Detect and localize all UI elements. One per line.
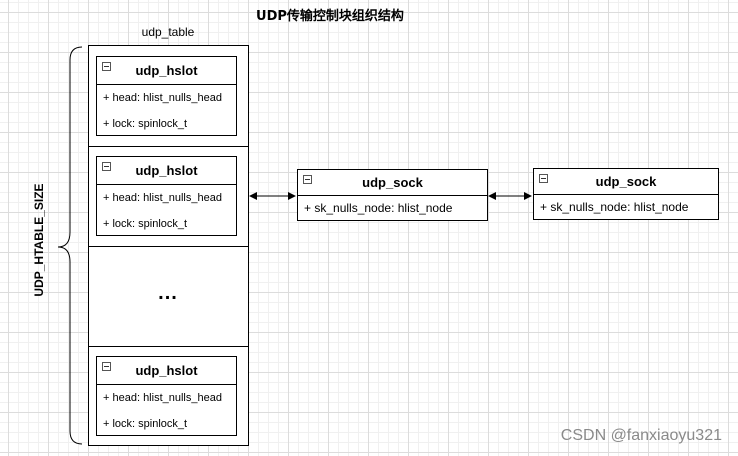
hslot-field-head: + head: hlist_nulls_head: [103, 92, 222, 104]
hslot-header: udp_hslot: [97, 357, 236, 385]
hslot-field-lock: + lock: spinlock_t: [103, 418, 188, 430]
hslot-name: udp_hslot: [135, 163, 198, 178]
udp-table: udp_hslot + head: hlist_nulls_head + loc…: [88, 45, 249, 446]
hslot-class-box[interactable]: udp_hslot + head: hlist_nulls_head + loc…: [96, 156, 237, 236]
sock-header: udp_sock: [534, 169, 718, 195]
hslot-field-lock: + lock: spinlock_t: [103, 118, 188, 130]
collapse-icon[interactable]: [102, 62, 111, 71]
sock-name: udp_sock: [595, 174, 657, 189]
sock-field-nulls-node: + sk_nulls_node: hlist_node: [540, 200, 689, 214]
ellipsis: ...: [158, 282, 178, 304]
size-brace: [57, 46, 83, 445]
collapse-icon[interactable]: [303, 175, 312, 184]
hslot-class-box[interactable]: udp_hslot + head: hlist_nulls_head + loc…: [96, 356, 237, 436]
sock-field-nulls-node: + sk_nulls_node: hlist_node: [304, 201, 453, 215]
table-row-divider: [89, 146, 248, 147]
hslot-field-head: + head: hlist_nulls_head: [103, 392, 222, 404]
htable-size-label: UDP_HTABLE_SIZE: [32, 183, 46, 297]
hslot-header: udp_hslot: [97, 157, 236, 185]
hslot-name: udp_hslot: [135, 63, 198, 78]
hslot-class-box[interactable]: udp_hslot + head: hlist_nulls_head + loc…: [96, 56, 237, 136]
sock-header: udp_sock: [298, 170, 487, 196]
udp-sock-class-box[interactable]: udp_sock + sk_nulls_node: hlist_node: [533, 168, 719, 220]
collapse-icon[interactable]: [102, 162, 111, 171]
table-row-divider: [89, 346, 248, 347]
diagram-title: UDP传输控制块组织结构: [256, 9, 404, 24]
udp-table-label: udp_table: [141, 25, 195, 39]
hslot-name: udp_hslot: [135, 363, 198, 378]
hslot-header: udp_hslot: [97, 57, 236, 85]
sock-name: udp_sock: [362, 175, 423, 190]
watermark: CSDN @fanxiaoyu321: [560, 427, 722, 444]
collapse-icon[interactable]: [539, 174, 548, 183]
hslot-field-lock: + lock: spinlock_t: [103, 218, 188, 230]
udp-sock-class-box[interactable]: udp_sock + sk_nulls_node: hlist_node: [297, 169, 488, 221]
table-row-divider: [89, 246, 248, 247]
hslot-field-head: + head: hlist_nulls_head: [103, 192, 222, 204]
collapse-icon[interactable]: [102, 362, 111, 371]
